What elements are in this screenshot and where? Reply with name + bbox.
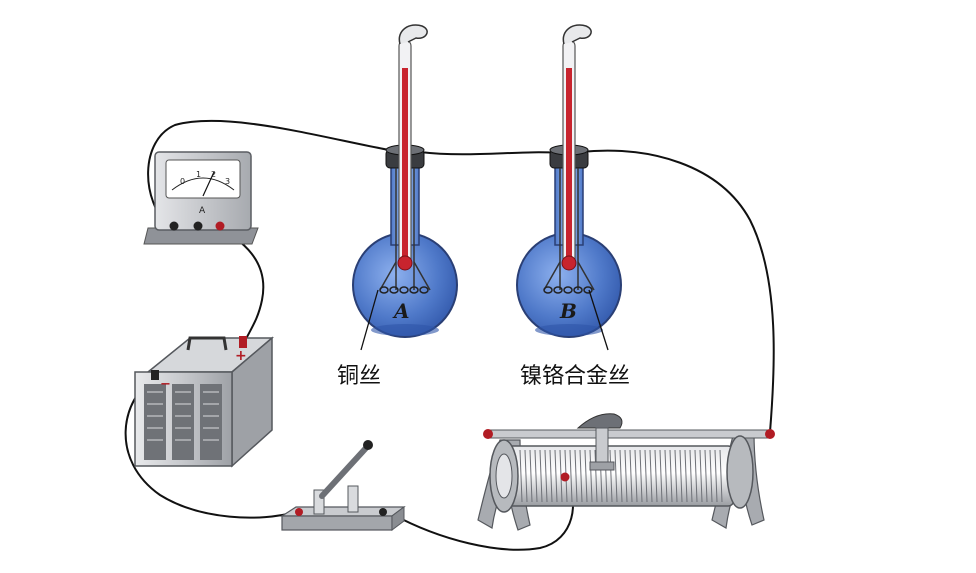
ammeter-scale-arc [171, 177, 235, 191]
ammeter-tick-3: 3 [225, 177, 230, 186]
pointer-b [588, 289, 609, 351]
battery-terminal-minus [151, 370, 159, 380]
wires [124, 119, 775, 551]
switch-blade [319, 445, 369, 499]
battery-handle [186, 336, 228, 351]
rheostat-end-right [726, 435, 754, 509]
flask-a-thermometer [397, 24, 428, 271]
flask-b-heating-coil [543, 286, 593, 294]
rheostat-slider [576, 413, 623, 429]
wire-ammeter-to-battery [219, 227, 265, 344]
flask-b [516, 24, 622, 338]
rheostat-coil [519, 449, 723, 503]
label-copper-wire: 铜丝 [337, 364, 381, 389]
battery-plus-sign: + [235, 348, 247, 364]
switch-post-right [347, 485, 359, 513]
flask-a-letter: A [392, 299, 410, 323]
ammeter-tick-2: 2 [211, 170, 216, 179]
ammeter-terminal-mid [193, 221, 203, 231]
ammeter-dial [165, 159, 241, 199]
battery: + − [134, 336, 275, 468]
pointer-a [360, 289, 379, 351]
ammeter: 0 1 2 3 A [143, 151, 259, 245]
rheostat-rod [487, 429, 769, 439]
wire-flask-b-to-rheostat [579, 149, 775, 433]
wire-ammeter-to-flask-a [147, 119, 401, 229]
ammeter-terminal-left [169, 221, 179, 231]
battery-cells [144, 384, 222, 460]
rheostat-terminal-right [765, 429, 775, 439]
switch-terminal-left [295, 508, 303, 516]
ammeter-needle [202, 171, 215, 197]
ammeter-letter: A [199, 206, 206, 216]
ammeter-tick-1: 1 [196, 170, 201, 179]
wire-battery-to-switch [124, 376, 297, 519]
battery-terminal-plus [239, 336, 247, 348]
knife-switch [279, 440, 406, 531]
label-nichrome-wire: 镍铬合金丝 [520, 364, 630, 389]
sliding-rheostat [477, 413, 775, 531]
ammeter-terminal-right [215, 221, 225, 231]
flask-b-thermometer [561, 24, 592, 271]
flask-a [352, 24, 458, 338]
switch-knob [363, 440, 373, 450]
flask-a-heating-coil [379, 286, 429, 294]
flask-b-letter: B [559, 299, 577, 323]
rheostat-terminal-left [483, 429, 493, 439]
battery-minus-sign: − [160, 377, 171, 392]
ammeter-tick-0: 0 [180, 177, 185, 186]
switch-terminal-right [379, 508, 387, 516]
rheostat-terminal-coil [560, 472, 570, 482]
wire-flask-a-to-flask-b [419, 151, 561, 156]
switch-post-left [313, 489, 325, 515]
